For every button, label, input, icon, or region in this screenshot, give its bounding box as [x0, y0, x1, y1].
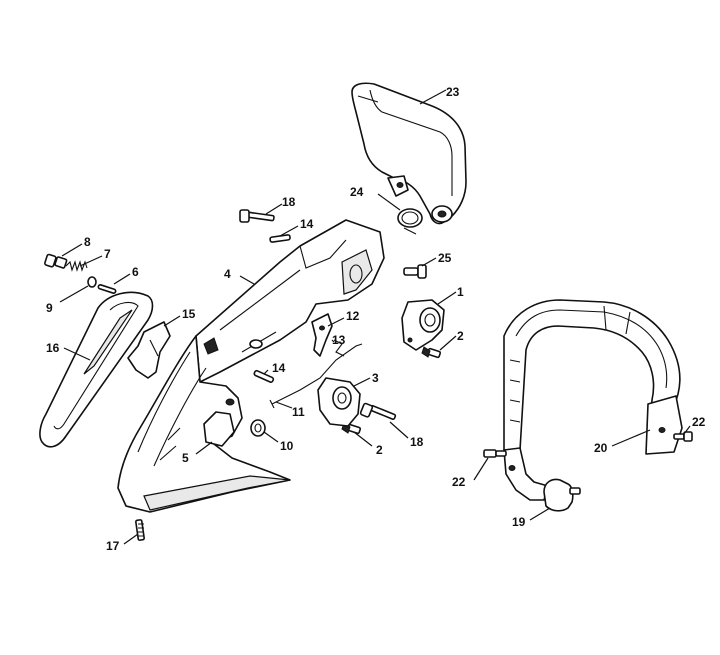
part-24-spring — [397, 208, 423, 235]
part-18-screw-upper — [239, 209, 275, 223]
part-23-cover — [351, 82, 467, 225]
part-labels: 23 24 25 1 2 3 2 18 18 14 14 4 12 13 11 … — [46, 85, 706, 553]
label-7-visible: 9 — [46, 301, 53, 315]
label-20: 20 — [594, 441, 608, 455]
part-10-grommet — [250, 419, 266, 437]
part-14-pin-lower — [253, 369, 275, 383]
label-19: 19 — [512, 515, 526, 529]
label-8: 7 — [104, 247, 111, 261]
label-23: 23 — [446, 85, 460, 99]
label-18-upper: 18 — [282, 195, 296, 209]
part-25-screw — [403, 264, 427, 279]
label-17: 17 — [106, 539, 120, 553]
part-2-screw-upper — [421, 346, 442, 359]
label-22-left: 22 — [452, 475, 466, 489]
label-4: 4 — [224, 267, 231, 281]
label-12: 12 — [346, 309, 360, 323]
label-18-lower: 18 — [410, 435, 424, 449]
label-25: 25 — [438, 251, 452, 265]
part-19-buffer — [543, 478, 581, 512]
label-10: 10 — [280, 439, 294, 453]
label-1: 1 — [457, 285, 464, 299]
part-22-screw-right — [673, 431, 693, 442]
label-22-right: 22 — [692, 415, 706, 429]
part-3-buffer — [317, 377, 361, 427]
label-24: 24 — [350, 185, 364, 199]
part-22-screw-left — [483, 449, 507, 458]
label-9: 8 — [84, 235, 91, 249]
label-14-upper: 14 — [300, 217, 314, 231]
label-14-lower: 14 — [272, 361, 286, 375]
part-5-handle-guard — [117, 335, 291, 513]
leader-lines — [59, 89, 691, 545]
part-7-washer — [87, 276, 97, 288]
part-1-buffer — [401, 299, 445, 351]
part-4-handle-housing — [195, 219, 385, 383]
part-17-screw — [135, 519, 145, 541]
part-20-handlebar — [503, 299, 683, 501]
label-13: 13 — [332, 333, 346, 347]
part-12-lever — [311, 313, 333, 357]
label-3: 3 — [372, 371, 379, 385]
part-11-rod — [269, 343, 363, 409]
part-16-grip — [39, 291, 154, 448]
label-5: 5 — [182, 451, 189, 465]
part-14-pin-upper — [269, 234, 291, 243]
part-6-pin — [97, 284, 117, 294]
label-16: 16 — [46, 341, 60, 355]
part-13-clip — [333, 339, 345, 357]
label-11: 11 — [292, 405, 305, 419]
part-18-screw-lower — [359, 402, 397, 420]
part-8-spring — [65, 260, 88, 272]
label-2-lower: 2 — [376, 443, 383, 457]
label-15: 15 — [182, 307, 196, 321]
label-2-upper: 2 — [457, 329, 464, 343]
label-6: 6 — [132, 265, 139, 279]
part-9-screw — [44, 253, 68, 269]
part-15-clip — [127, 321, 171, 379]
